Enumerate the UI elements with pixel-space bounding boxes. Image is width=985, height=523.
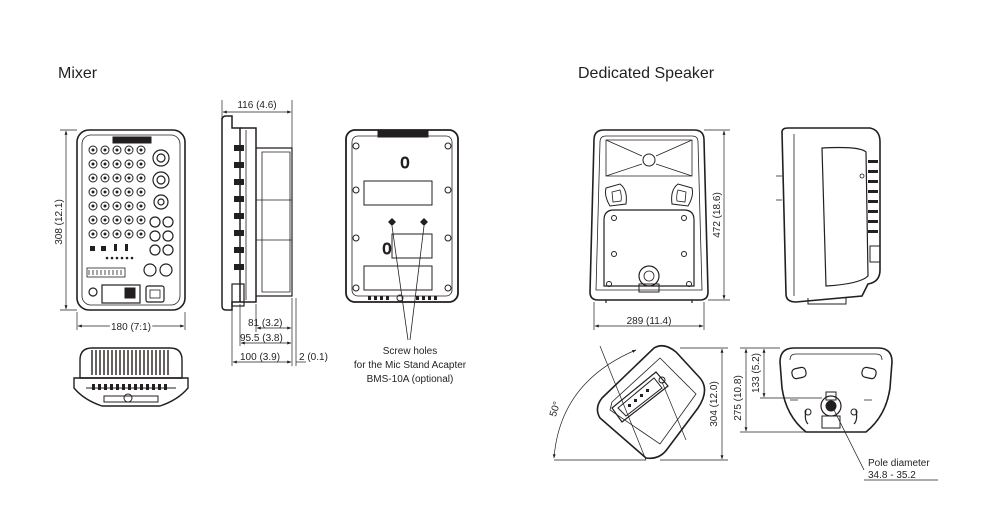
mixer-height-label: 308 (12.1) [54, 199, 65, 245]
mixer-height-dimension [60, 129, 77, 311]
mixer-depth-label: 116 (4.6) [237, 100, 276, 111]
speaker-height-dimension [704, 129, 730, 301]
speaker-tilted-view [596, 344, 706, 460]
speaker-width-dimension [593, 302, 705, 330]
mixer-width-dimension [76, 312, 186, 330]
mixer-depth-dimension [221, 100, 293, 148]
speaker-bottom-view [779, 347, 893, 433]
mixer-side-a-label: 81 (3.2) [248, 318, 282, 329]
mixer-front-view [76, 129, 186, 311]
svg-text:0: 0 [401, 155, 410, 172]
screw-note-line-2: for the Mic Stand Acapter [354, 360, 467, 371]
speaker-section-title: Dedicated Speaker [578, 65, 715, 82]
speaker-275-label: 275 (10.8) [733, 375, 744, 421]
speaker-133-label: 133 (5.2) [751, 353, 762, 393]
pole-note-line-2: 34.8 - 35.2 [868, 470, 916, 481]
speaker-width-label: 289 (11.4) [627, 316, 672, 327]
mixer-side-b-label: 95.5 (3.8) [240, 333, 283, 344]
speaker-side-view [776, 127, 881, 305]
mixer-section-title: Mixer [58, 65, 98, 82]
mixer-side-d-label: 2 (0.1) [299, 352, 328, 363]
screw-note-line-3: BMS-10A (optional) [367, 374, 454, 385]
mixer-side-c-label: 100 (3.9) [240, 352, 280, 363]
mixer-side-view [221, 115, 293, 311]
mixer-side-small-dimensions [231, 298, 306, 366]
speaker-304-dimension [660, 347, 728, 461]
screw-note-line-1: Screw holes [383, 346, 437, 357]
pole-diameter-leader [832, 407, 938, 481]
mixer-top-view [73, 347, 189, 407]
speaker-height-label: 472 (18.6) [712, 192, 723, 238]
speaker-angle-label: 50° [548, 400, 563, 418]
screw-hole-leaders [391, 225, 425, 341]
speaker-bottom-dimensions [740, 347, 822, 433]
pole-note-line-1: Pole diameter [868, 458, 930, 469]
svg-text:0: 0 [383, 241, 392, 258]
mixer-back-view: 0 0 [345, 129, 459, 303]
speaker-304-label: 304 (12.0) [709, 381, 720, 427]
speaker-angle-dimension [552, 345, 687, 461]
mixer-width-label: 180 (7.1) [111, 322, 151, 333]
speaker-front-view [589, 129, 709, 303]
